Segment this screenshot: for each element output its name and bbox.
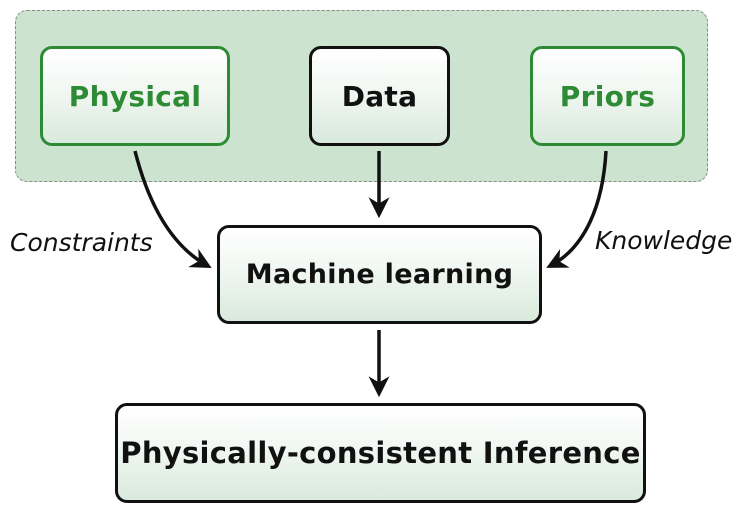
node-priors: Priors: [530, 46, 685, 146]
edge-label-constraints: Constraints: [10, 228, 153, 257]
node-inference: Physically-consistent Inference: [115, 403, 646, 503]
node-machine-learning: Machine learning: [217, 225, 542, 324]
node-physical-label: Physical: [68, 79, 202, 113]
node-physical: Physical: [40, 46, 230, 146]
node-priors-label: Priors: [559, 79, 656, 113]
edge-label-knowledge: Knowledge: [595, 226, 733, 255]
node-data-label: Data: [341, 79, 418, 113]
node-inference-label: Physically-consistent Inference: [120, 436, 641, 470]
node-machine-learning-label: Machine learning: [245, 259, 514, 290]
node-data: Data: [309, 46, 450, 146]
